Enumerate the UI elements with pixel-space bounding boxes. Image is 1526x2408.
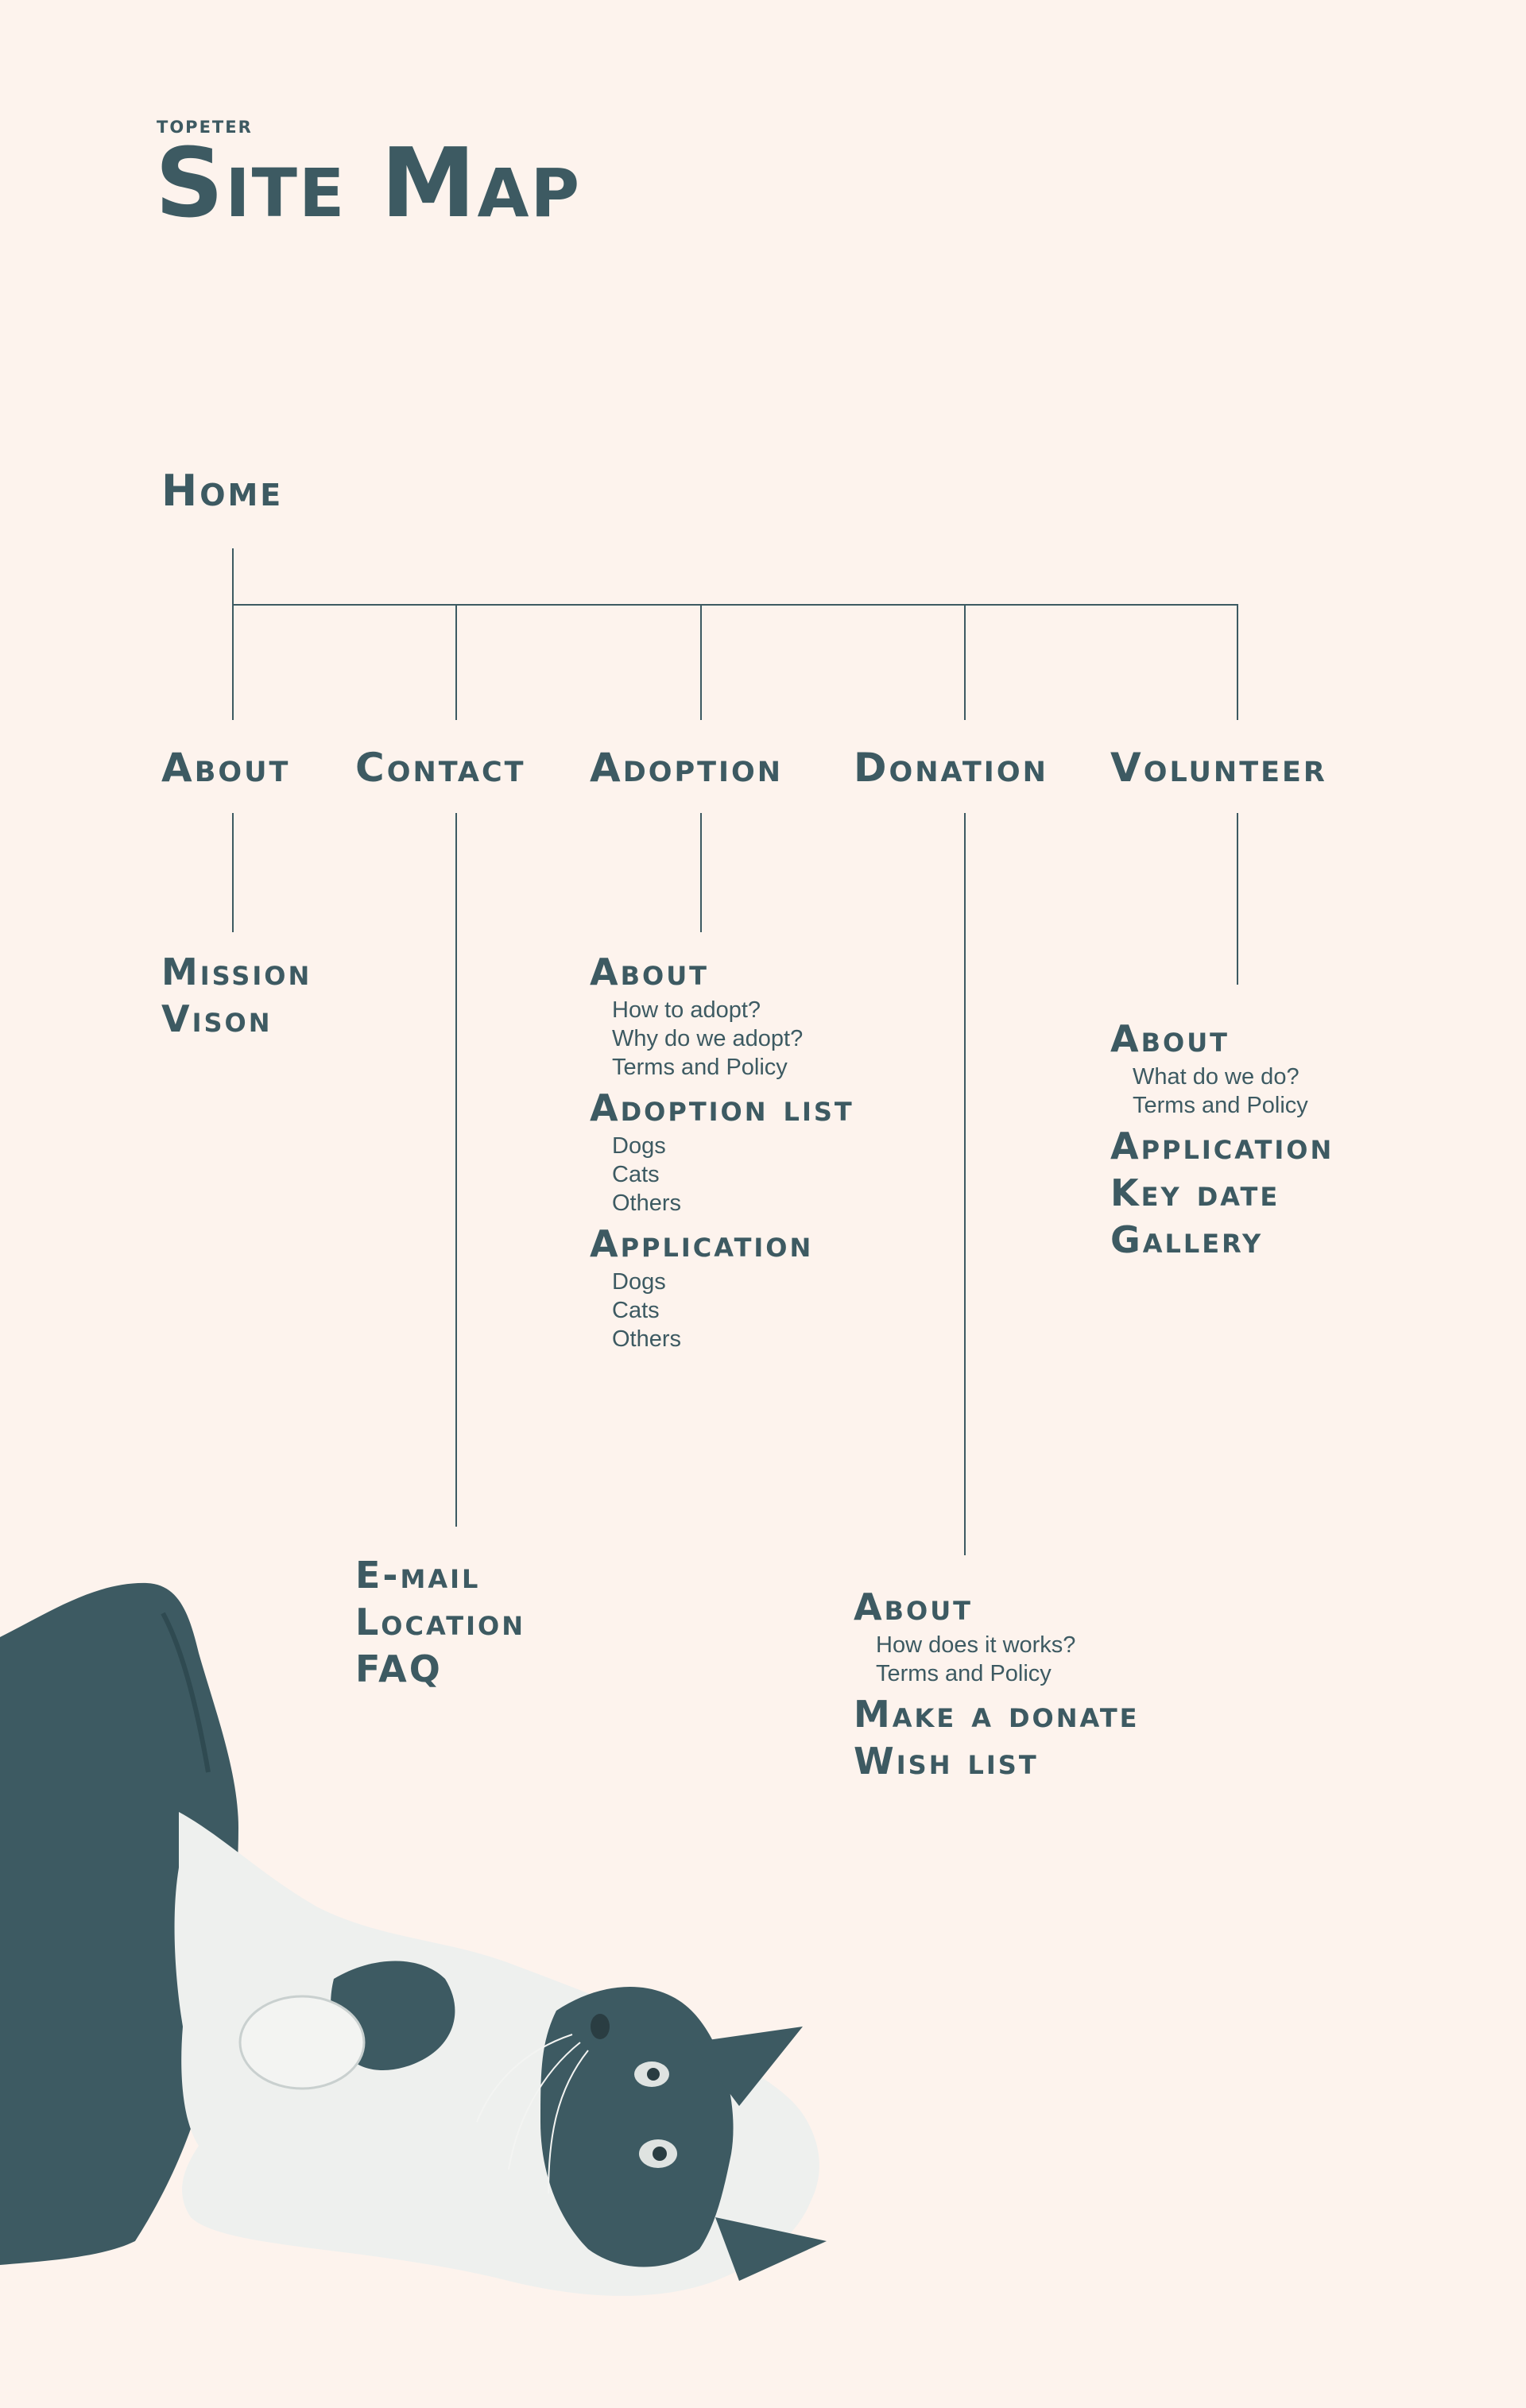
brand-name: TOPETER: [157, 118, 253, 137]
node-key-date[interactable]: Key date: [1110, 1171, 1280, 1214]
connector-volunteer-children: [1237, 813, 1238, 985]
donation-children: About How does it works? Terms and Polic…: [854, 1584, 1140, 1785]
cat-ear-bottom: [715, 2217, 827, 2281]
connector-donation-children: [964, 813, 966, 1555]
cat-in-bag-illustration: [0, 1582, 827, 2296]
node-about[interactable]: About: [161, 745, 291, 791]
cat-whiskers: [476, 2034, 589, 2194]
node-home[interactable]: Home: [161, 466, 284, 516]
node-vison[interactable]: Vison: [161, 997, 273, 1040]
leaf-list-cats[interactable]: Cats: [612, 1162, 660, 1187]
bag-fold: [161, 1612, 211, 1773]
volunteer-children: About What do we do? Terms and Policy Ap…: [1110, 1016, 1334, 1264]
leaf-donation-terms[interactable]: Terms and Policy: [876, 1661, 1052, 1686]
node-gallery[interactable]: Gallery: [1110, 1218, 1264, 1261]
leaf-what-do-we-do[interactable]: What do we do?: [1133, 1064, 1299, 1090]
node-volunteer[interactable]: Volunteer: [1110, 745, 1327, 791]
node-volunteer-about[interactable]: About: [1110, 1017, 1230, 1060]
leaf-adoption-terms[interactable]: Terms and Policy: [612, 1055, 788, 1080]
node-mission[interactable]: Mission: [161, 950, 312, 993]
leaf-how-to-adopt[interactable]: How to adopt?: [612, 997, 761, 1023]
cat-pupil-left: [647, 2068, 660, 2081]
leaf-application-dogs[interactable]: Dogs: [612, 1269, 666, 1295]
leaf-application-others[interactable]: Others: [612, 1326, 682, 1352]
node-email[interactable]: E-mail: [355, 1554, 481, 1597]
node-location[interactable]: Location: [355, 1601, 525, 1643]
node-adoption-about[interactable]: About: [590, 950, 710, 993]
cat-face-mask: [540, 1987, 734, 2267]
leaf-how-it-works[interactable]: How does it works?: [876, 1632, 1076, 1658]
cat-paw: [238, 1995, 366, 2090]
connector-horizontal-bus: [232, 604, 1238, 606]
connector-home-trunk: [232, 548, 234, 720]
node-donation[interactable]: Donation: [854, 745, 1048, 791]
connector-donation: [964, 604, 966, 720]
node-wish-list[interactable]: Wish list: [854, 1740, 1039, 1783]
cat-ear-top: [691, 2027, 803, 2106]
contact-children: E-mail Location FAQ: [355, 1552, 525, 1693]
connector-adoption-children: [700, 813, 702, 932]
leaf-application-cats[interactable]: Cats: [612, 1298, 660, 1323]
cat-nose: [591, 2014, 610, 2039]
node-donation-about[interactable]: About: [854, 1585, 974, 1628]
node-adoption-application[interactable]: Application: [590, 1222, 814, 1265]
leaf-why-adopt[interactable]: Why do we adopt?: [612, 1026, 804, 1051]
leaf-list-others[interactable]: Others: [612, 1190, 682, 1216]
leaf-list-dogs[interactable]: Dogs: [612, 1133, 666, 1159]
about-children: Mission Vison: [161, 949, 312, 1043]
node-adoption[interactable]: Adoption: [590, 745, 784, 791]
bag-shape: [0, 1582, 238, 2265]
cat-pupil-right: [653, 2147, 667, 2161]
connector-adoption: [700, 604, 702, 720]
page-title: Site Map: [155, 129, 582, 239]
connector-contact-children: [455, 813, 457, 1527]
adoption-children: About How to adopt? Why do we adopt? Ter…: [590, 949, 854, 1353]
node-make-a-donate[interactable]: Make a donate: [854, 1693, 1140, 1736]
node-volunteer-application[interactable]: Application: [1110, 1125, 1334, 1167]
node-contact[interactable]: Contact: [355, 745, 526, 791]
node-adoption-list[interactable]: Adoption list: [590, 1086, 854, 1129]
node-faq[interactable]: FAQ: [355, 1647, 443, 1690]
connector-contact: [455, 604, 457, 720]
connector-about-children: [232, 813, 234, 932]
leaf-volunteer-terms[interactable]: Terms and Policy: [1133, 1093, 1308, 1118]
connector-volunteer: [1237, 604, 1238, 720]
